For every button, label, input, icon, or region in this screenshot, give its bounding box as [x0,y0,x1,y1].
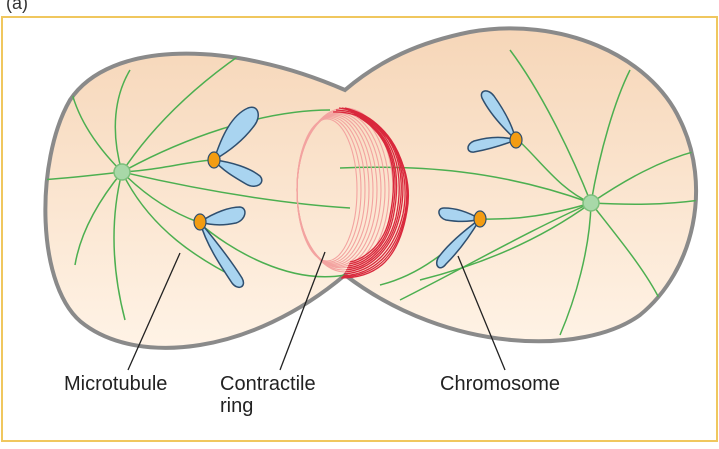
cell-membrane [43,26,698,350]
figure-frame [1,16,718,442]
chromosome-right-bottom [435,207,487,269]
leader-line-microtubule [127,252,181,371]
contractile-ring-front [332,107,409,279]
panel-label: (a) [6,0,28,13]
microtubules-right [339,49,697,336]
leader-lines [127,251,506,371]
chromosome-left-bottom [193,206,246,289]
centrosome-left [113,163,131,181]
leader-line-contractile-ring [279,251,326,371]
chromosome-right-top [467,90,523,153]
chromosome-left-top [207,106,263,188]
microtubule-label: Microtubule [64,373,168,395]
centrosome-right [582,194,600,212]
chromosome-label: Chromosome [440,373,561,395]
contractile-ring-back [296,107,394,273]
leader-line-chromosome [457,255,506,371]
contractile-ring-label: Contractile ring [220,373,316,417]
